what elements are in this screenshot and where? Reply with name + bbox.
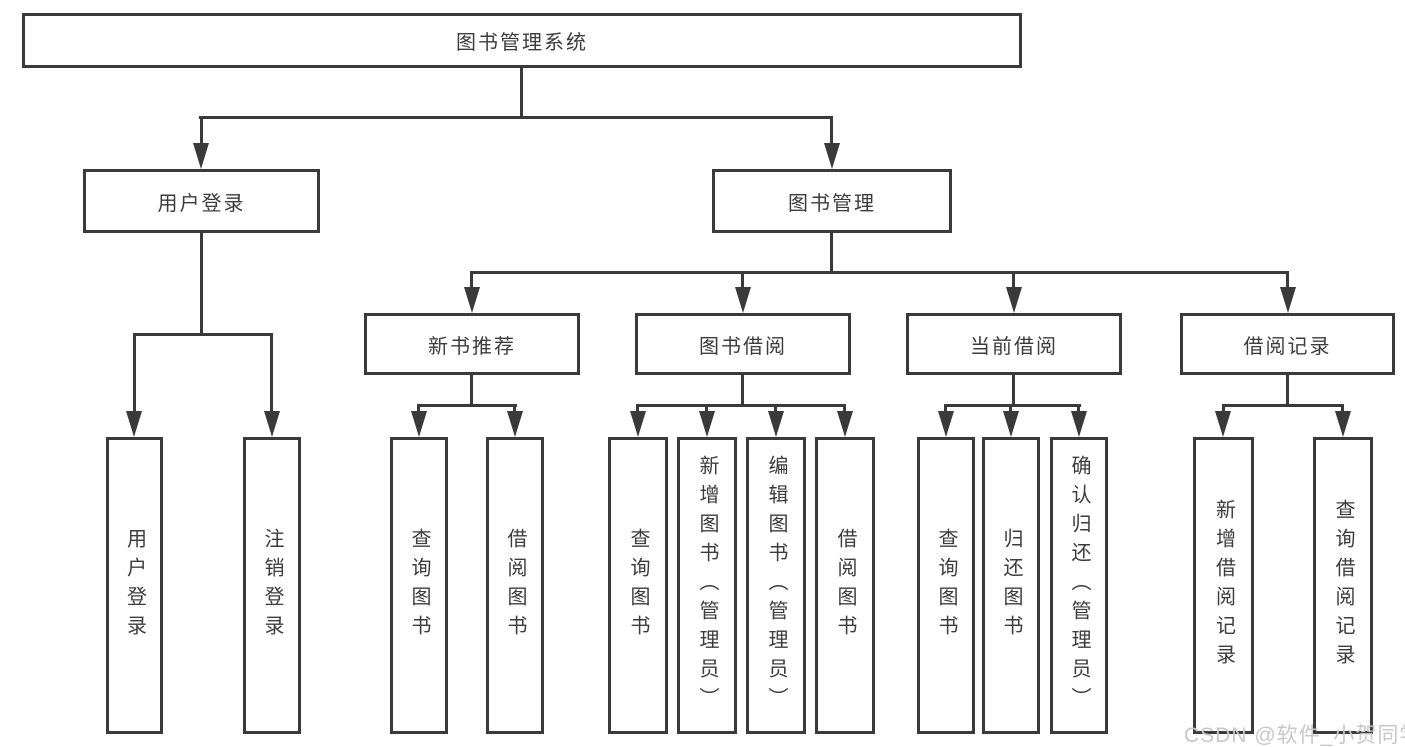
connector-stub (1222, 404, 1225, 413)
arrowhead-icon (938, 411, 954, 437)
node-user-login: 用户登录 (83, 169, 320, 233)
connector-stub (1077, 404, 1080, 413)
connector-level2-rail (199, 116, 833, 119)
node-book-borrowing: 图书借阅 (635, 313, 851, 375)
connector-level3-rail (470, 271, 1289, 274)
leaf-confirm-return-admin: 确认归还（管理员） (1050, 437, 1108, 734)
leaf-query-books-borrow: 查询图书 (608, 437, 668, 734)
connector-stub (1341, 404, 1344, 413)
arrowhead-icon (699, 411, 715, 437)
leaf-add-borrow-record-label: 新增借阅记录 (1212, 498, 1235, 673)
connector-stub (417, 404, 420, 413)
leaf-edit-books-admin-label: 编辑图书（管理员） (765, 455, 787, 716)
leaf-return-books-label: 归还图书 (1000, 527, 1022, 644)
connector-stub (470, 375, 473, 406)
connector-stub (705, 404, 708, 413)
node-current-borrowing-label: 当前借阅 (970, 335, 1058, 358)
connector-user-login-drop (200, 233, 203, 335)
leaf-user-login: 用户登录 (106, 437, 163, 734)
leaf-borrow-books-recommend: 借阅图书 (486, 437, 544, 734)
connector-stub (636, 404, 639, 413)
node-book-borrowing-label: 图书借阅 (699, 335, 787, 358)
node-book-management-label: 图书管理 (788, 192, 876, 215)
connector-stub (741, 375, 744, 406)
node-user-login-label: 用户登录 (157, 192, 246, 215)
connector-stub (741, 271, 744, 288)
arrowhead-icon (507, 411, 523, 437)
arrowhead-icon (264, 411, 280, 437)
arrowhead-icon (193, 143, 209, 169)
leaf-add-books-admin-label: 新增图书（管理员） (696, 455, 718, 716)
arrowhead-icon (630, 411, 646, 437)
leaf-borrow-books-recommend-label: 借阅图书 (504, 527, 526, 644)
leaf-edit-books-admin: 编辑图书（管理员） (746, 437, 806, 734)
arrowhead-icon (735, 287, 751, 313)
connector-stub (944, 404, 947, 413)
arrowhead-icon (126, 411, 142, 437)
connector-stub (843, 404, 846, 413)
leaf-query-books-current-label: 查询图书 (935, 527, 957, 644)
connector-stub (513, 404, 516, 413)
arrowhead-icon (837, 411, 853, 437)
connector-stub (1286, 271, 1289, 288)
connector-stub (830, 116, 833, 143)
leaf-borrow-books-label: 借阅图书 (834, 527, 856, 644)
connector-stub (470, 271, 473, 288)
leaf-query-borrow-record-label: 查询借阅记录 (1332, 498, 1354, 673)
leaf-query-books-current: 查询图书 (917, 437, 975, 734)
connector-stub (133, 333, 136, 411)
node-book-management: 图书管理 (712, 169, 952, 233)
leaf-add-books-admin: 新增图书（管理员） (677, 437, 737, 734)
arrowhead-icon (1071, 411, 1087, 437)
node-new-book-recommendation-label: 新书推荐 (428, 335, 516, 358)
connector-rail (636, 404, 846, 407)
leaf-query-borrow-record: 查询借阅记录 (1313, 437, 1373, 734)
node-library-system-label: 图书管理系统 (456, 32, 588, 54)
arrowhead-icon (1215, 411, 1231, 437)
leaf-confirm-return-admin-label: 确认归还（管理员） (1068, 455, 1090, 716)
leaf-query-books-recommend: 查询图书 (390, 437, 448, 734)
connector-stub (270, 333, 273, 411)
arrowhead-icon (1280, 287, 1296, 313)
connector-stub (1286, 375, 1289, 406)
leaf-borrow-books: 借阅图书 (815, 437, 875, 734)
node-borrowing-records: 借阅记录 (1180, 313, 1395, 375)
node-new-book-recommendation: 新书推荐 (364, 313, 580, 375)
connector-root-drop (520, 68, 523, 117)
arrowhead-icon (1003, 411, 1019, 437)
node-current-borrowing: 当前借阅 (906, 313, 1122, 375)
connector-stub (774, 404, 777, 413)
node-library-system: 图书管理系统 (22, 13, 1022, 68)
connector-stub (1012, 375, 1015, 406)
leaf-logout-label: 注销登录 (261, 527, 283, 644)
node-borrowing-records-label: 借阅记录 (1243, 335, 1332, 358)
connector-stub (1009, 404, 1012, 413)
connector-stub (1012, 271, 1015, 288)
connector-book-management-drop (830, 233, 833, 273)
arrowhead-icon (1006, 287, 1022, 313)
arrowhead-icon (768, 411, 784, 437)
arrowhead-icon (411, 411, 427, 437)
leaf-query-books-borrow-label: 查询图书 (627, 527, 649, 644)
leaf-query-books-recommend-label: 查询图书 (408, 527, 430, 644)
connector-user-login-rail (133, 333, 273, 336)
arrowhead-icon (824, 143, 840, 169)
connector-stub (200, 116, 203, 143)
leaf-logout: 注销登录 (243, 437, 301, 734)
watermark: CSDN @软件_小贺同学 (1184, 724, 1405, 747)
leaf-return-books: 归还图书 (982, 437, 1040, 734)
leaf-add-borrow-record: 新增借阅记录 (1193, 437, 1254, 734)
connector-rail (944, 404, 1081, 407)
connector-rail (1222, 404, 1344, 407)
leaf-user-login-label: 用户登录 (123, 527, 146, 644)
arrowhead-icon (1335, 411, 1351, 437)
arrowhead-icon (464, 287, 480, 313)
connector-rail (417, 404, 517, 407)
